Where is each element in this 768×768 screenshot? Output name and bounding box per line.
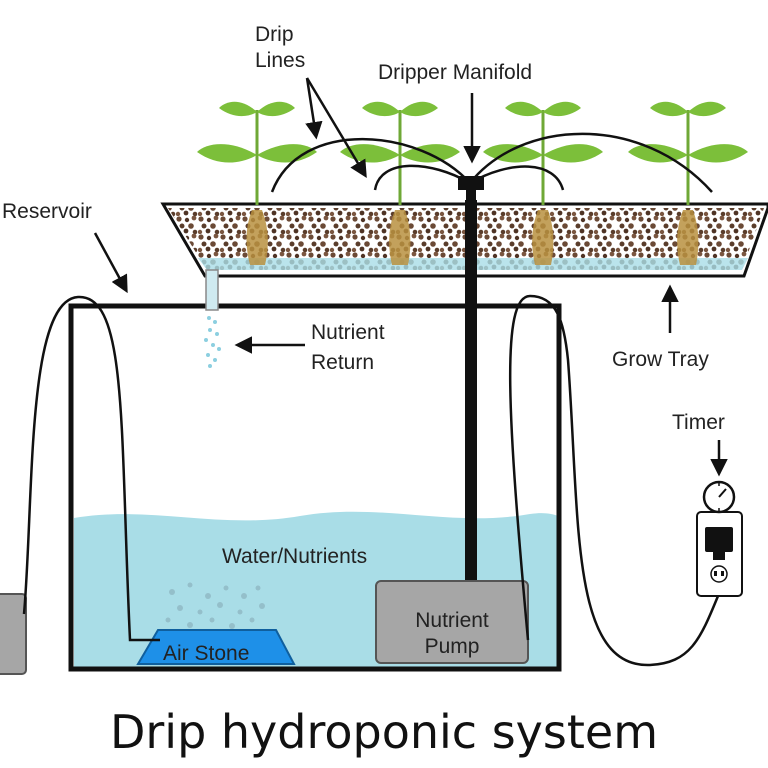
label-water-nutrients: Water/Nutrients [222, 545, 367, 568]
label-nutrient-pump-2: Pump [425, 635, 480, 658]
plant-1 [197, 101, 317, 205]
label-nutrient-return-2: Return [311, 351, 374, 374]
label-reservoir: Reservoir [2, 200, 92, 223]
air-stone [136, 629, 296, 665]
timer-dial [702, 480, 736, 514]
nutrient-return-pipe [204, 269, 221, 368]
nutrient-pump [375, 580, 529, 664]
drip-lines [270, 132, 713, 193]
plant-4 [628, 101, 748, 205]
cords [22, 294, 720, 667]
air-bubbles [165, 582, 265, 629]
label-nutrient-return-1: Nutrient [311, 321, 385, 344]
drip-lines-arrow-2 [305, 77, 367, 179]
plant-3 [483, 101, 603, 205]
arrows [93, 77, 728, 477]
reservoir-arrow [93, 232, 128, 294]
label-timer: Timer [672, 411, 725, 434]
label-dripper-manifold: Dripper Manifold [378, 61, 532, 84]
feed-pipe [465, 200, 477, 580]
air-pump [0, 593, 27, 675]
dripper-manifold [458, 176, 484, 206]
plant-roots [246, 210, 699, 265]
diagram-title: Drip hydroponic system [110, 705, 658, 759]
label-air-stone: Air Stone [163, 642, 249, 665]
label-nutrient-pump-1: Nutrient [415, 609, 489, 632]
plant-2 [340, 101, 460, 205]
label-grow-tray: Grow Tray [612, 348, 709, 371]
timer-outlet [696, 511, 743, 597]
label-drip-lines-1: Drip [255, 23, 294, 46]
label-drip-lines-2: Lines [255, 49, 305, 72]
drip-lines-arrow-1 [305, 77, 323, 140]
